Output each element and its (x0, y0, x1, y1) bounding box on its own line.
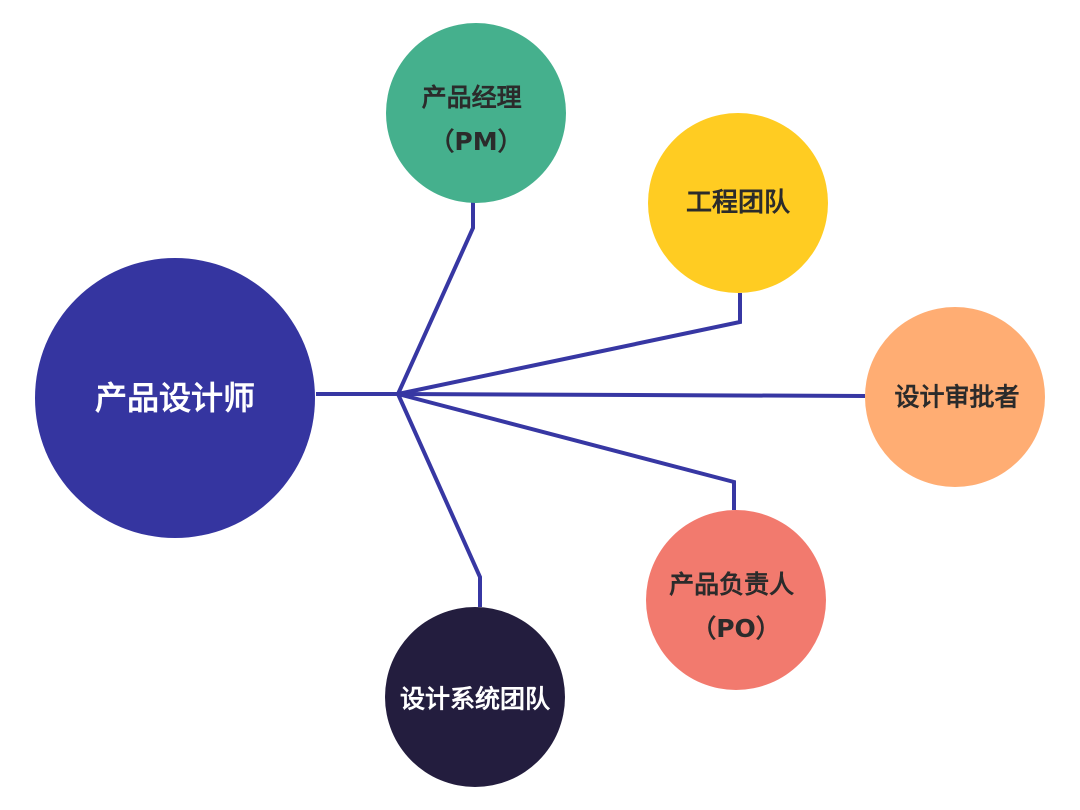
connector-po (397, 392, 736, 510)
node-engineering: 工程团队 (648, 113, 828, 293)
hub-label: 产品设计师 (95, 379, 255, 417)
node-approver-label: 设计审批者 (894, 383, 1019, 412)
connector-approver (397, 392, 866, 398)
hub-node-product-designer: 产品设计师 (35, 258, 315, 538)
connector-lines (316, 202, 866, 607)
node-pm-label-line-2: （PM） (429, 127, 522, 156)
node-engineering-label: 工程团队 (686, 188, 791, 218)
node-po-label: 产品负责人 （PO） (669, 570, 803, 643)
node-po-label-line-1: 产品负责人 (669, 570, 794, 599)
node-po-label-line-2: （PO） (691, 614, 781, 643)
node-design-system-circle (385, 607, 565, 787)
hub-circle (35, 258, 315, 538)
connector-pm (396, 202, 475, 395)
node-po-circle (646, 510, 826, 690)
node-pm-label-line-1: 产品经理 (422, 83, 522, 112)
node-design-system-label: 设计系统团队 (400, 685, 551, 714)
node-approver: 设计审批者 (865, 307, 1045, 487)
node-approver-circle (865, 307, 1045, 487)
node-pm-circle (386, 23, 566, 203)
node-pm-label: 产品经理 （PM） (422, 83, 531, 156)
node-pm: 产品经理 （PM） (386, 23, 566, 203)
node-design-system: 设计系统团队 (385, 607, 565, 787)
node-po: 产品负责人 （PO） (646, 510, 826, 690)
connector-engineering (397, 293, 742, 396)
connector-design-system (396, 393, 482, 607)
node-engineering-circle (648, 113, 828, 293)
